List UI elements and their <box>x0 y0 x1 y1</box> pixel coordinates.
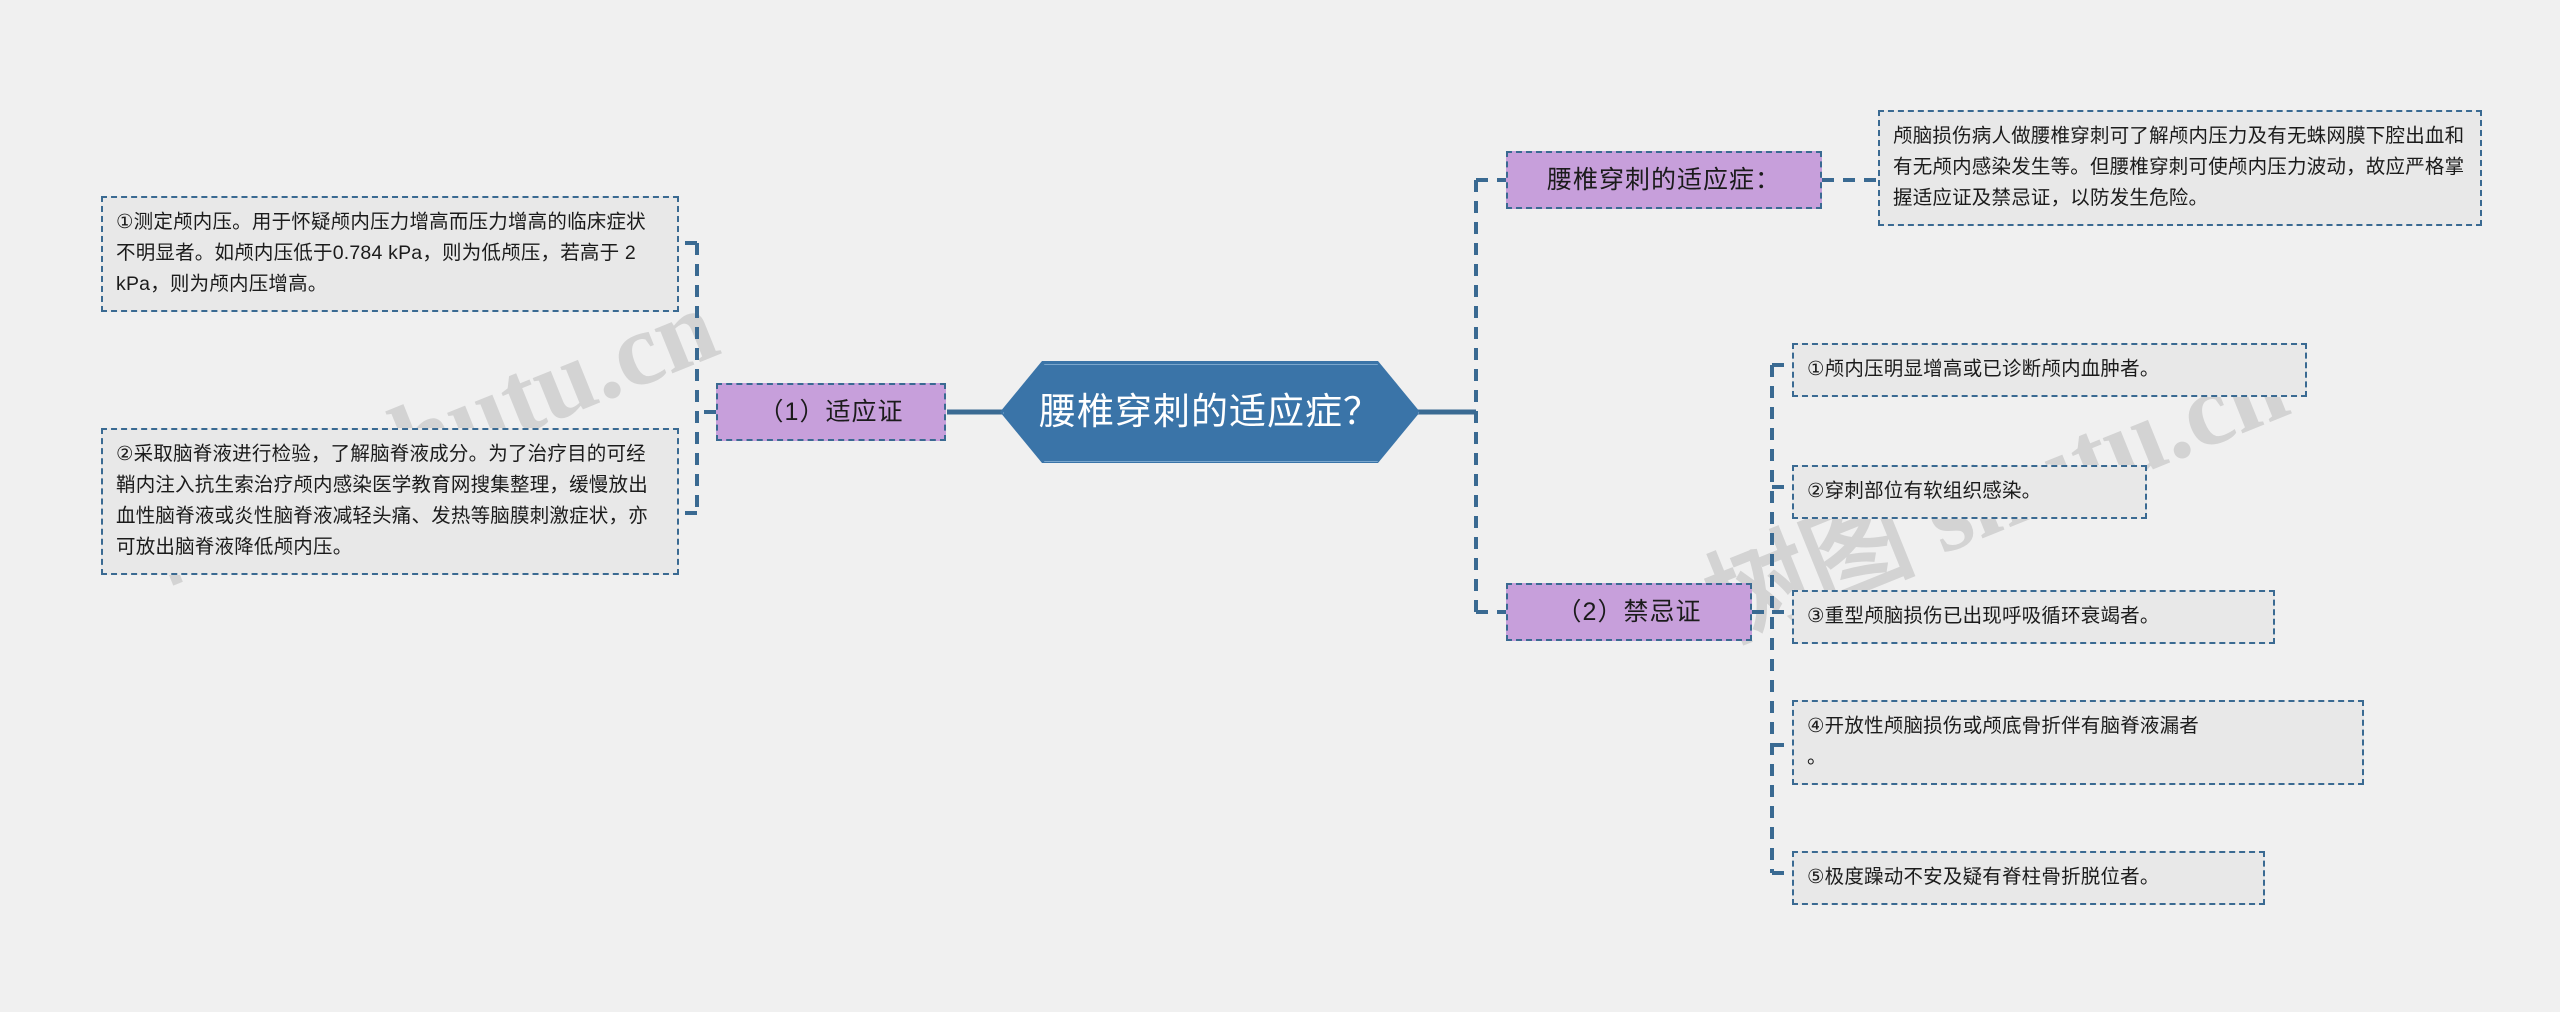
branch-node-adaptation[interactable]: （1）适应证 <box>716 383 946 441</box>
list-item-right-2-4[interactable]: ④开放性颅脑损伤或颅底骨折伴有脑脊液漏者 。 <box>1792 700 2364 785</box>
hexagon-inner-edge <box>1003 364 1419 462</box>
root-node[interactable]: 腰椎穿刺的适应症？ <box>1000 361 1420 463</box>
list-item-left-2[interactable]: ②采取脑脊液进行检验，了解脑脊液成分。为了治疗目的可经鞘内注入抗生索治疗颅内感染… <box>101 428 679 575</box>
list-item-right-2-2[interactable]: ②穿刺部位有软组织感染。 <box>1792 465 2147 519</box>
root-node-label: 腰椎穿刺的适应症？ <box>1039 391 1381 432</box>
branch-node-indications-title[interactable]: 腰椎穿刺的适应症： <box>1506 151 1822 209</box>
list-item-right-2-5[interactable]: ⑤极度躁动不安及疑有脊柱骨折脱位者。 <box>1792 851 2265 905</box>
list-item-left-1[interactable]: ①测定颅内压。用于怀疑颅内压力增高而压力增高的临床症状不明显者。如颅内压低于0.… <box>101 196 679 312</box>
list-item-right-1-1[interactable]: 颅脑损伤病人做腰椎穿刺可了解颅内压力及有无蛛网膜下腔出血和有无颅内感染发生等。但… <box>1878 110 2482 226</box>
list-item-right-2-1[interactable]: ①颅内压明显增高或已诊断颅内血肿者。 <box>1792 343 2307 397</box>
branch-node-contraindications[interactable]: （2）禁忌证 <box>1506 583 1752 641</box>
list-item-right-2-3[interactable]: ③重型颅脑损伤已出现呼吸循环衰竭者。 <box>1792 590 2275 644</box>
